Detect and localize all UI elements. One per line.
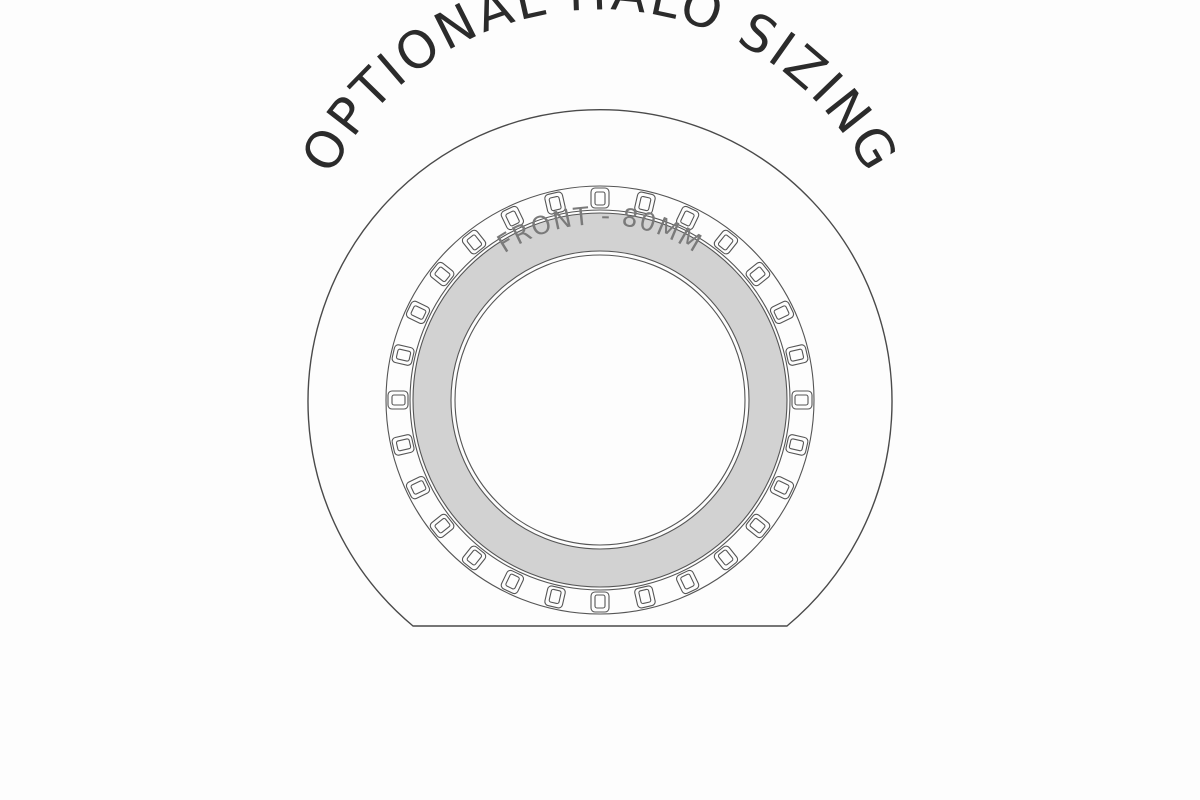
bezel-tooth (590, 591, 610, 613)
lens-outer-edge (450, 250, 750, 550)
bezel-tooth (461, 229, 487, 255)
bezel-outer-ring (385, 185, 815, 615)
bezel-tooth (745, 261, 771, 287)
bezel-tooth (785, 344, 809, 366)
bezel-tooth (791, 390, 813, 410)
bezel-tooth (391, 434, 415, 456)
bezel-tooth (713, 545, 739, 571)
bezel-tooth (769, 475, 795, 500)
lens-inner-edge (454, 254, 746, 546)
bezel-tooth (745, 513, 771, 539)
bezel-tooth (405, 300, 431, 325)
bezel-tooth (590, 187, 610, 209)
bezel-tooth (634, 585, 656, 609)
diagram-title: OPTIONAL HALO SIZING (291, 0, 909, 183)
bezel-tooth (675, 569, 700, 595)
bezel-tooth (785, 434, 809, 456)
bezel-tooth (544, 191, 566, 215)
bezel-inner-ring (409, 209, 791, 591)
bezel-tooth (429, 261, 455, 287)
halo-ring-outer-edge (412, 212, 788, 588)
bezel-tooth (391, 344, 415, 366)
bezel-tooth (544, 585, 566, 609)
bezel-tooth (500, 205, 525, 231)
bezel-tooth (500, 569, 525, 595)
housing-outline (307, 109, 893, 627)
bezel-tooth (429, 513, 455, 539)
halo-ring (413, 213, 787, 587)
bezel-tooth (769, 300, 795, 325)
diagram-title-text: OPTIONAL HALO SIZING (291, 0, 906, 183)
bezel-tooth (387, 390, 409, 410)
bezel-tooth (713, 229, 739, 255)
bezel-tooth (634, 191, 656, 215)
bezel-teeth (387, 187, 813, 613)
bezel-tooth (405, 475, 431, 500)
bezel-tooth (461, 545, 487, 571)
bezel-tooth (675, 205, 700, 231)
